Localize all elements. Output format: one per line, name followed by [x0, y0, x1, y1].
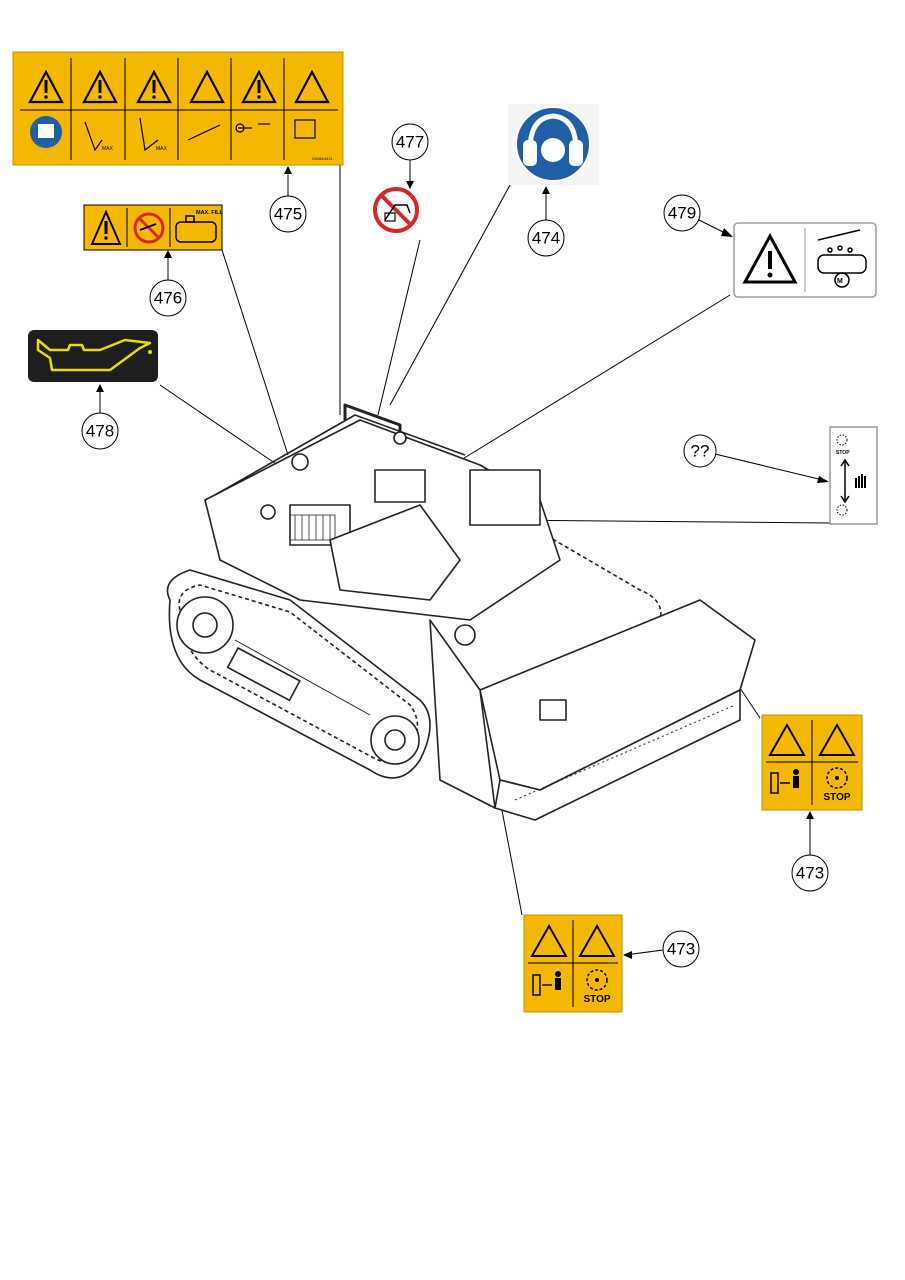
decal-473-bottom: STOP — [523, 914, 623, 1013]
svg-text:474: 474 — [532, 229, 560, 248]
tracked-mulcher-machine — [166, 403, 756, 821]
callout-473-right — [791, 854, 829, 892]
decal-478 — [28, 330, 158, 382]
stop-rotation-icon — [586, 969, 608, 991]
svg-text:MAX: MAX — [102, 146, 114, 152]
decal-476: MAX. FILL — [83, 204, 224, 251]
svg-text:478: 478 — [86, 422, 114, 441]
svg-text:477: 477 — [396, 133, 424, 152]
callout-479 — [663, 194, 701, 232]
decal-477 — [373, 187, 419, 233]
callout-477 — [391, 123, 429, 161]
svg-text:??: ?? — [691, 442, 710, 461]
stop-rotation-icon — [826, 767, 848, 789]
warning-triangle-icon — [742, 232, 798, 284]
warning-triangle-icon — [90, 209, 122, 245]
callouts: 475 476 477 474 479 478 ?? — [81, 123, 829, 968]
svg-text:476: 476 — [154, 289, 182, 308]
svg-text:M: M — [837, 278, 843, 285]
callout-478 — [81, 412, 119, 450]
svg-text:475: 475 — [274, 205, 302, 224]
warning-triangle-icon — [28, 69, 330, 104]
decal-474 — [508, 104, 599, 185]
svg-text:479: 479 — [668, 204, 696, 223]
svg-text:G00814421: G00814421 — [312, 156, 334, 161]
no-smoking-icon — [133, 212, 165, 244]
keep-distance-icon — [770, 769, 799, 794]
callout-473-bottom — [662, 930, 700, 968]
decal-473-right: STOP — [761, 714, 863, 811]
keep-distance-icon — [532, 971, 561, 996]
svg-text:MAX: MAX — [156, 146, 168, 152]
svg-text:473: 473 — [667, 940, 695, 959]
decal-479: M — [733, 222, 877, 298]
callout-475 — [269, 195, 307, 233]
decal-475: MAX MAX G00814421 — [12, 51, 344, 166]
callout-unknown — [683, 434, 717, 468]
callout-476 — [149, 279, 187, 317]
oil-can-icon — [36, 338, 152, 372]
right-track — [409, 464, 662, 621]
svg-text:STOP: STOP — [836, 450, 850, 456]
svg-text:STOP: STOP — [583, 994, 610, 1005]
svg-text:MAX. FILL: MAX. FILL — [196, 210, 224, 216]
svg-text:STOP: STOP — [823, 792, 850, 803]
leader-lines — [159, 165, 831, 916]
callout-474 — [527, 219, 565, 257]
svg-text:473: 473 — [796, 864, 824, 883]
decal-unknown: STOP — [829, 426, 878, 525]
